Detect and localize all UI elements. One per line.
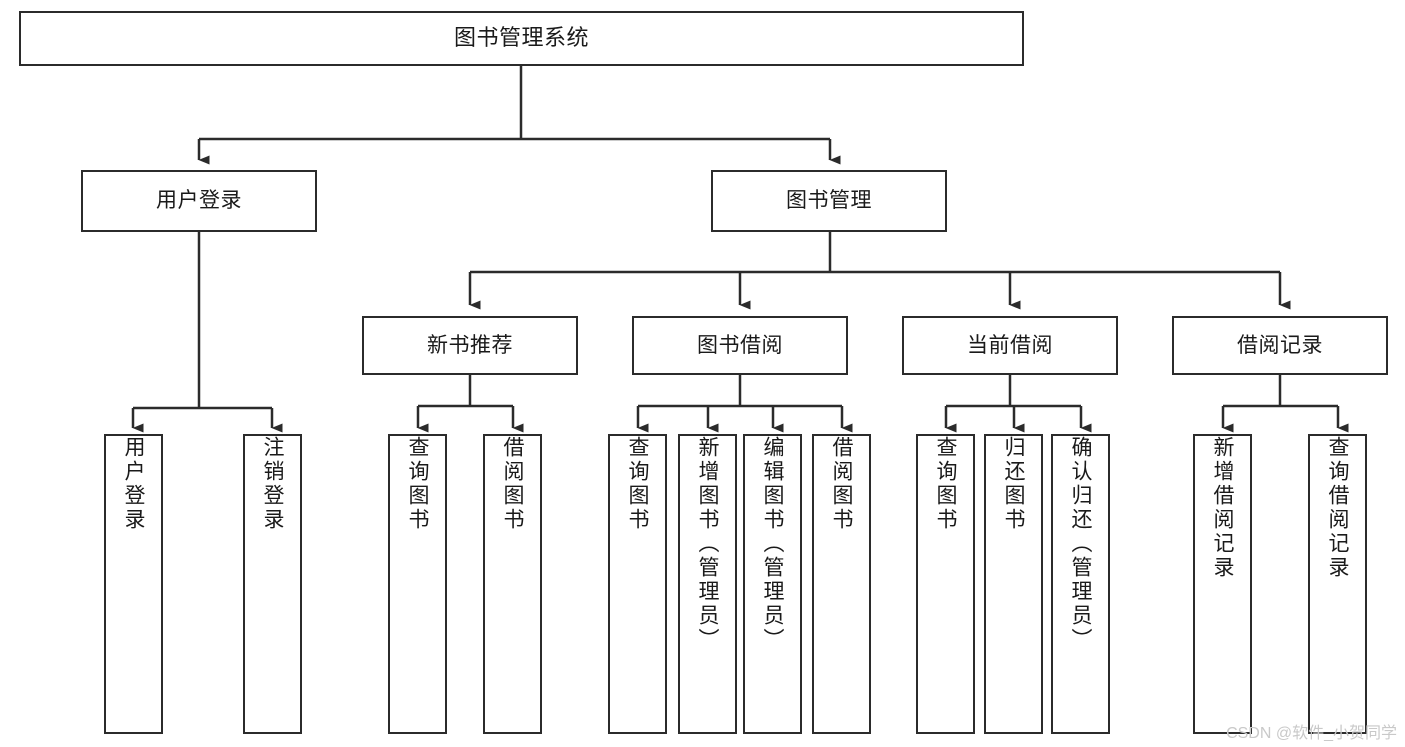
node-root[interactable]: 图书管理系统 xyxy=(19,11,1024,66)
node-leaf-edit-book-label: 编辑图书（管理员） xyxy=(761,436,784,652)
node-leaf-query-book-3[interactable]: 查询图书 xyxy=(916,434,975,734)
node-leaf-add-book[interactable]: 新增图书（管理员） xyxy=(678,434,737,734)
node-borrow-record[interactable]: 借阅记录 xyxy=(1172,316,1388,375)
node-new-book-rec[interactable]: 新书推荐 xyxy=(362,316,578,375)
node-book-manage-label: 图书管理 xyxy=(786,189,872,213)
node-leaf-user-logout-label: 注销登录 xyxy=(261,436,284,532)
node-user-login-label: 用户登录 xyxy=(156,189,242,213)
node-leaf-return-book[interactable]: 归还图书 xyxy=(984,434,1043,734)
node-current-borrow-label: 当前借阅 xyxy=(967,333,1053,357)
node-borrow-record-label: 借阅记录 xyxy=(1237,333,1323,357)
node-leaf-query-book-3-label: 查询图书 xyxy=(934,436,957,532)
node-book-borrow[interactable]: 图书借阅 xyxy=(632,316,848,375)
node-current-borrow[interactable]: 当前借阅 xyxy=(902,316,1118,375)
node-leaf-add-record-label: 新增借阅记录 xyxy=(1211,436,1234,580)
node-root-label: 图书管理系统 xyxy=(453,25,589,51)
node-leaf-query-book-2[interactable]: 查询图书 xyxy=(608,434,667,734)
node-leaf-borrow-book-1-label: 借阅图书 xyxy=(501,436,524,532)
node-leaf-query-book-1[interactable]: 查询图书 xyxy=(388,434,447,734)
node-leaf-borrow-book-1[interactable]: 借阅图书 xyxy=(483,434,542,734)
node-leaf-query-record[interactable]: 查询借阅记录 xyxy=(1308,434,1367,734)
node-leaf-add-record[interactable]: 新增借阅记录 xyxy=(1193,434,1252,734)
node-leaf-user-logout[interactable]: 注销登录 xyxy=(243,434,302,734)
watermark-text: CSDN @软件_小贺同学 xyxy=(1226,725,1397,742)
node-leaf-add-book-label: 新增图书（管理员） xyxy=(696,436,719,652)
node-leaf-return-book-label: 归还图书 xyxy=(1002,436,1025,532)
node-leaf-user-login[interactable]: 用户登录 xyxy=(104,434,163,734)
node-new-book-rec-label: 新书推荐 xyxy=(427,333,513,357)
node-user-login[interactable]: 用户登录 xyxy=(81,170,317,232)
node-leaf-query-book-2-label: 查询图书 xyxy=(626,436,649,532)
node-leaf-confirm-return[interactable]: 确认归还（管理员） xyxy=(1051,434,1110,734)
node-leaf-confirm-return-label: 确认归还（管理员） xyxy=(1069,436,1092,652)
node-leaf-edit-book[interactable]: 编辑图书（管理员） xyxy=(743,434,802,734)
node-leaf-query-record-label: 查询借阅记录 xyxy=(1326,436,1349,580)
node-leaf-borrow-book-2-label: 借阅图书 xyxy=(830,436,853,532)
node-leaf-borrow-book-2[interactable]: 借阅图书 xyxy=(812,434,871,734)
node-leaf-query-book-1-label: 查询图书 xyxy=(406,436,429,532)
node-leaf-user-login-label: 用户登录 xyxy=(122,436,145,532)
node-book-manage[interactable]: 图书管理 xyxy=(711,170,947,232)
node-book-borrow-label: 图书借阅 xyxy=(697,333,783,357)
